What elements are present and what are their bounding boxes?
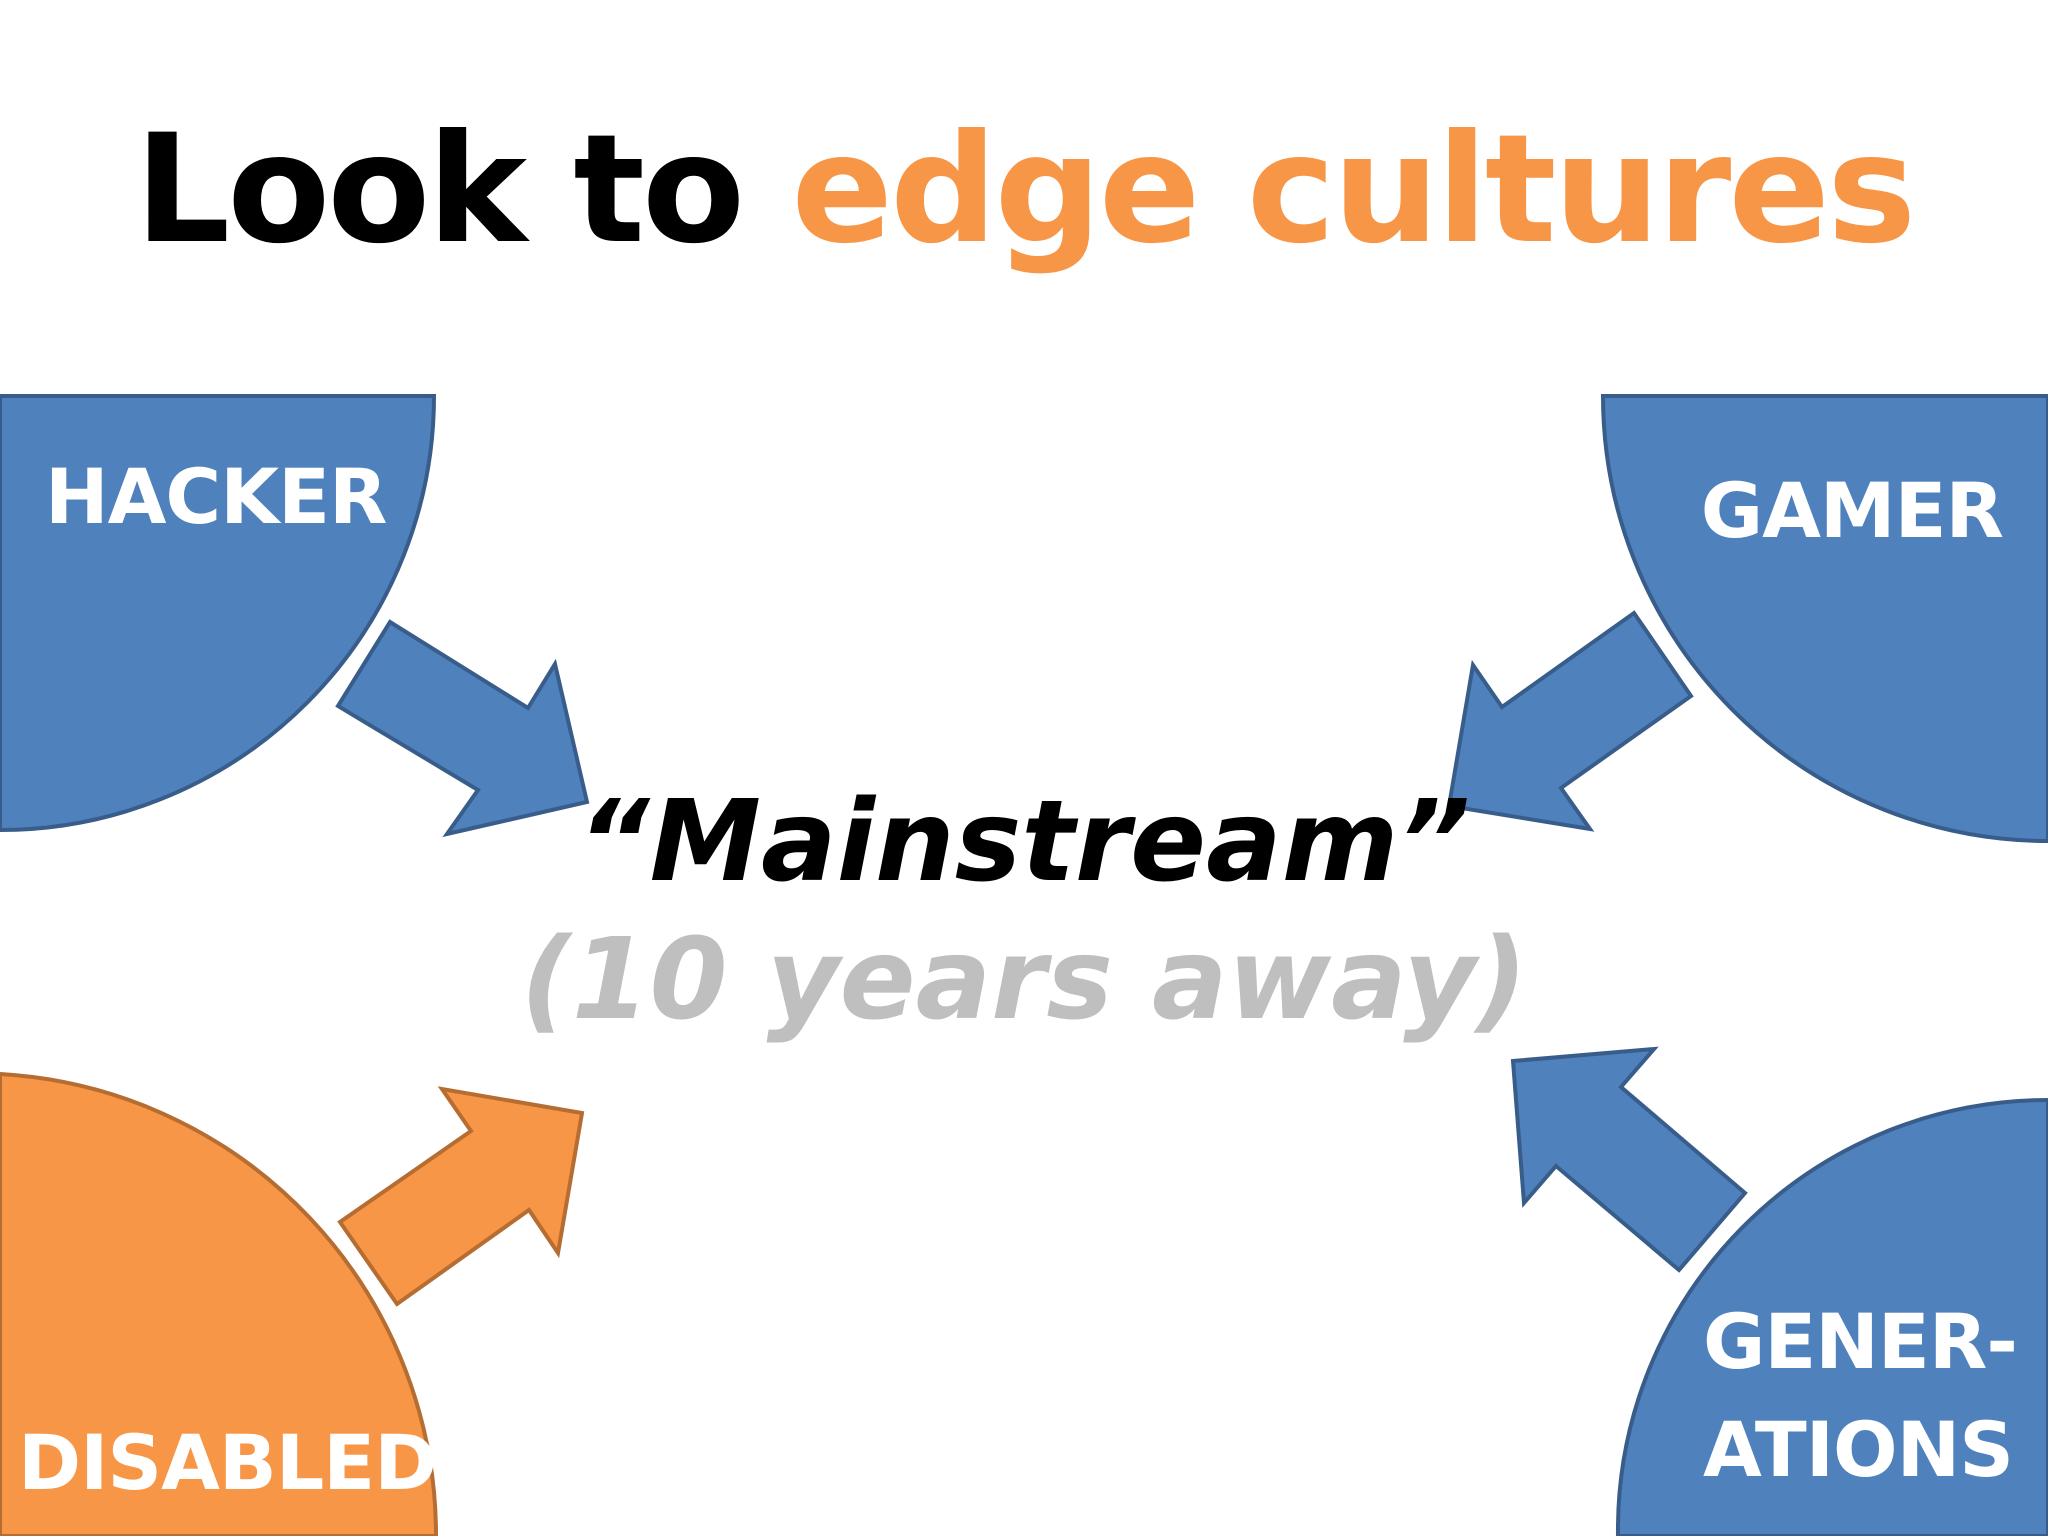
slide-title: Look to edge cultures (0, 90, 2048, 290)
hacker-label: HACKER (45, 452, 388, 541)
hacker-quarter-circle (0, 394, 437, 833)
generations-label-line1: GENER- (1703, 1297, 2018, 1386)
generations-quarter-circle (1615, 1097, 2048, 1536)
disabled-label: DISABLED (18, 1418, 437, 1507)
title-prefix: Look to (134, 103, 792, 277)
disabled-quarter-circle (0, 1071, 439, 1536)
title-accent: edge cultures (791, 103, 1916, 277)
mainstream-label: “Mainstream” (577, 777, 1471, 907)
gamer-quarter-circle (1600, 394, 2048, 844)
gamer-label: GAMER (1700, 466, 2004, 555)
hacker-arrow (335, 619, 590, 838)
generations-arrow (1510, 1046, 1748, 1273)
years-away-label: (10 years away) (520, 915, 1528, 1045)
gamer-arrow (1446, 610, 1694, 832)
generations-label-line2: ATIONS (1703, 1405, 2014, 1494)
disabled-arrow (337, 1086, 585, 1307)
generations-label: GENER- ATIONS (1703, 1288, 2018, 1504)
